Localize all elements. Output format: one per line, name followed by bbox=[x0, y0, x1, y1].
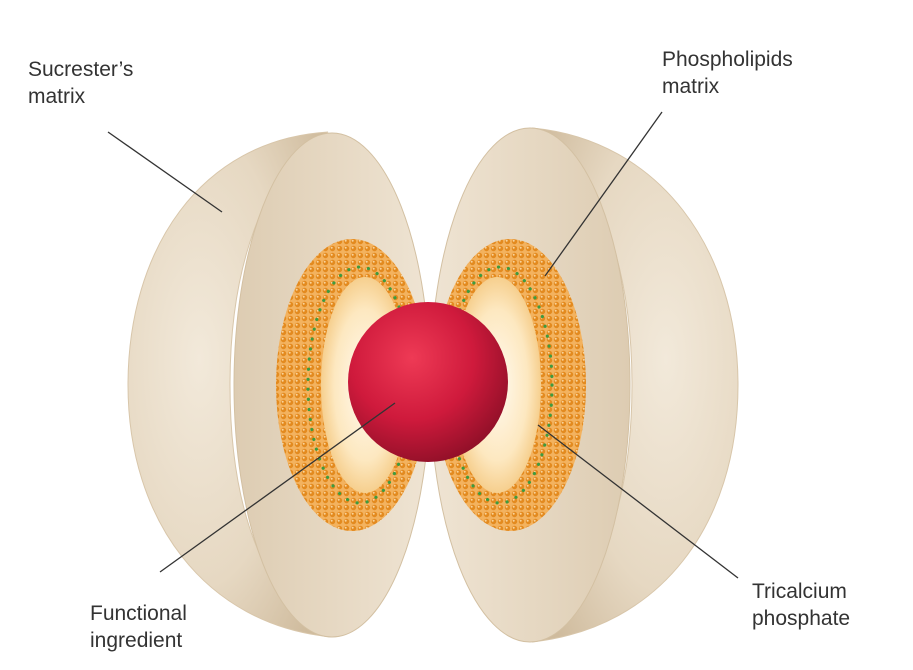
tricalcium-ring-right bbox=[446, 265, 554, 505]
label-line: ingredient bbox=[90, 629, 183, 652]
label-functional-ingredient: Functional ingredient bbox=[90, 600, 187, 654]
label-line: matrix bbox=[662, 75, 720, 98]
label-line: Functional bbox=[90, 602, 187, 625]
leader-line-functional bbox=[159, 402, 396, 573]
label-line: Tricalcium bbox=[752, 580, 847, 603]
label-line: matrix bbox=[28, 85, 86, 108]
label-line: phosphate bbox=[752, 607, 851, 630]
label-line: Sucrester’s bbox=[28, 58, 134, 81]
leader-line-sucrester bbox=[107, 131, 223, 213]
label-sucresters-matrix: Sucrester’s matrix bbox=[28, 56, 133, 110]
label-tricalcium-phosphate: Tricalcium phosphate bbox=[752, 578, 850, 632]
leader-line-phospholipids bbox=[544, 111, 663, 277]
functional-ingredient-core bbox=[348, 302, 508, 462]
sucrester-outer-shell-right bbox=[531, 127, 739, 643]
sucrester-outer-shell-left bbox=[127, 131, 333, 638]
leader-line-tricalcium bbox=[537, 424, 739, 579]
label-line: Phospholipids bbox=[662, 48, 793, 71]
label-phospholipids-matrix: Phospholipids matrix bbox=[662, 46, 793, 100]
